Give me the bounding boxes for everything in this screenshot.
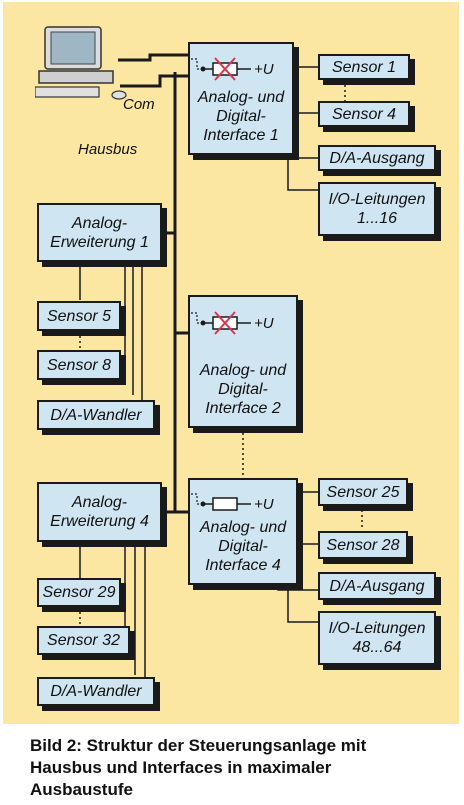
- relay-icon: [191, 311, 251, 335]
- relay-icon: [191, 493, 251, 511]
- com-label: Com: [123, 96, 155, 113]
- sensor-1-label: Sensor 1: [331, 58, 397, 76]
- da-ausgang-4-label: D/A-Ausgang: [329, 577, 425, 595]
- io-leitungen-4-label: I/O-Leitungen 48...64: [328, 620, 426, 656]
- da-wandler-4-label: D/A-Wandler: [50, 683, 142, 700]
- relay-icon: [191, 57, 251, 81]
- supply-label: +U: [254, 496, 274, 513]
- da-ausgang-4-box: D/A-Ausgang: [318, 572, 436, 600]
- sensor-5-label: Sensor 5: [46, 307, 112, 325]
- sensor-4-label: Sensor 4: [331, 105, 397, 123]
- sensor-28-label: Sensor 28: [326, 536, 400, 554]
- sensor-1-box: Sensor 1: [318, 54, 410, 80]
- da-wandler-1-box: D/A-Wandler: [37, 400, 155, 430]
- interface-1-box: Analog- und Digital- Interface 1: [188, 42, 294, 155]
- hausbus-label: Hausbus: [78, 141, 138, 158]
- interface-2-label: Analog- und Digital- Interface 2: [199, 362, 287, 417]
- da-ausgang-1-label: D/A-Ausgang: [329, 149, 425, 167]
- supply-label: +U: [254, 61, 274, 78]
- extension-1-label: Analog- Erweiterung 1: [50, 214, 149, 251]
- sensor-4-box: Sensor 4: [318, 101, 410, 127]
- supply-label: +U: [254, 315, 274, 332]
- da-ausgang-1-box: D/A-Ausgang: [318, 145, 436, 171]
- sensor-32-label: Sensor 32: [47, 632, 120, 649]
- extension-1-box: Analog- Erweiterung 1: [37, 203, 162, 262]
- da-wandler-1-label: D/A-Wandler: [50, 406, 142, 424]
- interface-2-box: Analog- und Digital- Interface 2: [188, 295, 298, 428]
- sensor-25-label: Sensor 25: [326, 483, 400, 501]
- sensor-5-box: Sensor 5: [37, 301, 121, 331]
- interface-4-label: Analog- und Digital- Interface 4: [199, 519, 287, 574]
- interface-4-box: Analog- und Digital- Interface 4: [188, 478, 298, 585]
- sensor-8-label: Sensor 8: [46, 356, 112, 374]
- sensor-29-label: Sensor 29: [42, 584, 116, 601]
- sensor-28-box: Sensor 28: [318, 531, 408, 559]
- interface-1-label: Analog- und Digital- Interface 1: [197, 89, 285, 144]
- da-wandler-4-box: D/A-Wandler: [37, 677, 155, 706]
- io-leitungen-1-box: I/O-Leitungen 1...16: [318, 182, 436, 236]
- sensor-29-box: Sensor 29: [37, 578, 121, 607]
- sensor-8-box: Sensor 8: [37, 350, 121, 380]
- sensor-32-box: Sensor 32: [37, 626, 130, 655]
- computer-icon: [35, 26, 127, 100]
- io-leitungen-4-box: I/O-Leitungen 48...64: [318, 611, 436, 665]
- io-leitungen-1-label: I/O-Leitungen 1...16: [328, 191, 426, 227]
- figure-caption: Bild 2: Struktur der Steuerungsanlage mi…: [30, 736, 367, 799]
- sensor-25-box: Sensor 25: [318, 478, 408, 506]
- extension-4-box: Analog- Erweiterung 4: [37, 482, 162, 542]
- extension-4-label: Analog- Erweiterung 4: [50, 494, 149, 530]
